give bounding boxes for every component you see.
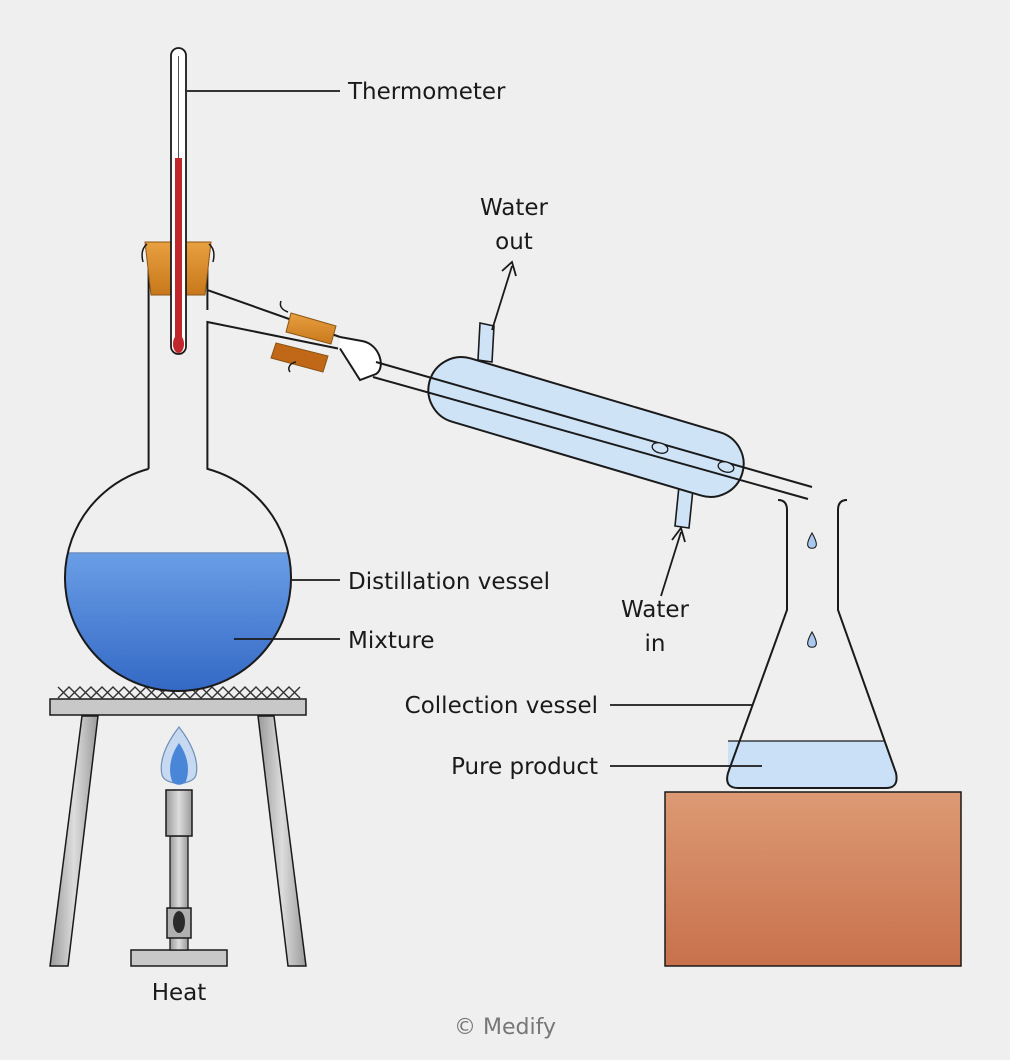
labels: Thermometer Water out Water in Distillat… [152, 79, 690, 1040]
support-block [664, 791, 962, 967]
label-pure-product: Pure product [451, 754, 598, 780]
label-water-in-line2: in [645, 631, 666, 657]
copyright-text: © Medify [454, 1015, 556, 1040]
label-water-in-line1: Water [621, 597, 690, 623]
water-in-arrow [660, 531, 682, 597]
label-water-out-line2: out [495, 229, 533, 255]
collection-flask [726, 499, 898, 789]
label-water-out-line1: Water [480, 195, 549, 221]
adapter-tube [270, 300, 382, 382]
water-in-arrowhead [671, 526, 686, 543]
thermometer [170, 47, 187, 355]
label-collection-vessel: Collection vessel [405, 693, 598, 719]
leader-lines [187, 90, 762, 767]
water-out-arrow [491, 265, 513, 331]
bunsen-burner [130, 726, 228, 967]
label-distillation-vessel: Distillation vessel [348, 569, 550, 595]
label-heat: Heat [152, 980, 207, 1006]
condenser [372, 322, 813, 529]
label-mixture: Mixture [348, 628, 435, 654]
label-thermometer: Thermometer [347, 79, 506, 105]
water-out-arrowhead [501, 260, 517, 277]
tripod-stand [49, 698, 307, 967]
